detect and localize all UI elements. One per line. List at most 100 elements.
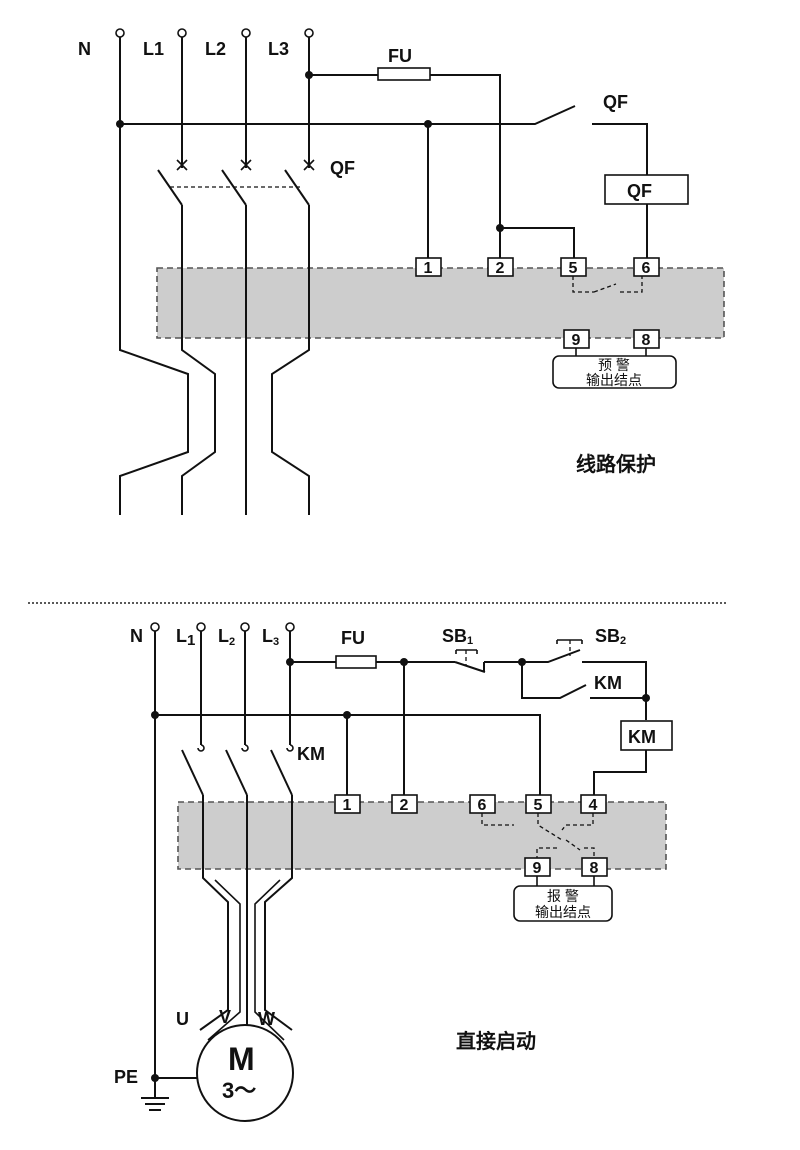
terminal-l2b-circle	[240, 622, 250, 632]
internal-relay-contact	[572, 276, 643, 293]
ground-symbol	[141, 1078, 169, 1111]
km-hook-l2	[241, 744, 249, 752]
motor-label: M	[228, 1041, 255, 1077]
n-control-bus-2	[155, 714, 541, 795]
terminal-2-label: 2	[496, 260, 505, 277]
motor-symbol	[196, 1024, 294, 1122]
pe-label: PE	[114, 1067, 138, 1087]
terminal-n-circle	[115, 28, 125, 38]
direct-start-diagram: N L1 L2 L3 KM	[114, 622, 673, 1122]
junction-km-coil	[642, 694, 650, 702]
output-note-leads-2	[536, 876, 595, 886]
qf-coil-label: QF	[627, 181, 652, 201]
km-hook-l1	[197, 744, 205, 752]
l1-conductor-lower	[181, 205, 216, 515]
output-note-line-2: 输出结点	[586, 372, 642, 388]
output-note2-line-2: 输出结点	[535, 904, 591, 920]
km-main-contacts-label: KM	[297, 744, 325, 764]
phase-w-label: W	[258, 1009, 275, 1029]
l3b-contact	[270, 749, 293, 796]
terminal-l1b-circle	[196, 622, 206, 632]
l1b-contact	[181, 749, 204, 796]
sb1-button	[455, 649, 478, 654]
output-note2-line-1: 报 警	[547, 888, 579, 904]
motor-lead-u	[207, 879, 241, 1041]
output-note-box	[552, 355, 677, 389]
fuse-label: FU	[388, 46, 412, 66]
caption-direct-start: 直接启动	[456, 1029, 536, 1053]
fuse-fu-2	[335, 655, 377, 669]
terminal-1-label: 1	[424, 260, 433, 277]
wire-to-terminal-5	[500, 227, 575, 258]
phase-u-label: U	[176, 1009, 189, 1029]
label-l1-2: L1	[176, 626, 195, 649]
wire-coil-to-terminal-4	[593, 750, 647, 795]
terminal-l2-circle	[241, 28, 251, 38]
label-l2: L2	[205, 39, 226, 59]
terminal-8-label: 8	[642, 332, 651, 349]
l3-conductor-lower	[271, 205, 310, 515]
terminal-6	[633, 257, 660, 277]
internal-contact-9-8	[536, 839, 595, 860]
label-l3-2: L3	[262, 626, 279, 648]
n-conductor	[119, 37, 189, 515]
qf-switch-label: QF	[603, 92, 628, 112]
terminal-8b-label: 8	[590, 860, 599, 877]
breaker-mark-l2	[240, 159, 252, 171]
motor-phase-label: 3～	[222, 1078, 256, 1103]
terminal-l3-circle	[304, 28, 314, 38]
terminal-9b-label: 9	[533, 860, 542, 877]
terminal-1b	[334, 794, 361, 814]
terminal-2b-label: 2	[400, 797, 409, 814]
km-holding-contact	[521, 662, 646, 699]
l1b-lower	[199, 795, 229, 1031]
sb2-button	[556, 639, 583, 644]
terminal-4b-label: 4	[589, 797, 598, 814]
terminal-5-label: 5	[569, 260, 578, 277]
wire-qf-switch-to-coil	[592, 123, 648, 175]
km-holding-contact-label: KM	[594, 673, 622, 693]
wire-fuse-to-terminal-2	[430, 74, 501, 258]
sb1-contact	[454, 661, 522, 673]
sb1-label: SB1	[442, 626, 473, 647]
l3b-lower	[264, 795, 293, 1031]
n-control-bus	[120, 105, 576, 125]
output-note-leads	[575, 348, 647, 356]
km-coil-label: KM	[628, 727, 656, 747]
terminal-l1-circle	[177, 28, 187, 38]
label-n-2: N	[130, 626, 143, 646]
caption-line-protection: 线路保护	[576, 452, 656, 476]
monitor-module-box	[156, 267, 725, 339]
output-note-box-2	[513, 885, 613, 922]
km-hook-l3	[286, 744, 294, 752]
l2b-contact	[225, 749, 248, 796]
breaker-label: QF	[330, 158, 355, 178]
terminal-5b-label: 5	[534, 797, 543, 814]
terminal-1b-label: 1	[343, 797, 352, 814]
sb2-label: SB2	[595, 626, 626, 647]
fuse-fu	[377, 67, 431, 81]
motor-lead-w	[254, 879, 285, 1041]
terminal-1	[415, 257, 442, 277]
terminal-l3b-circle	[285, 622, 295, 632]
terminal-6b-label: 6	[478, 797, 487, 814]
junction-n	[116, 120, 124, 128]
label-l1: L1	[143, 39, 164, 59]
line-protection-diagram: N L1 L2 L3 QF QF	[78, 28, 725, 515]
terminal-n2-circle	[150, 622, 160, 632]
terminal-2b	[391, 794, 418, 814]
internal-contact-6-5	[481, 813, 563, 841]
terminal-6-label: 6	[642, 260, 651, 277]
output-note-line-1: 预 警	[598, 357, 630, 373]
terminal-2	[487, 257, 514, 277]
internal-contact-5-4	[561, 813, 594, 831]
label-n: N	[78, 39, 91, 59]
breaker-mark-l3	[303, 159, 315, 171]
phase-v-label: V	[219, 1007, 231, 1027]
terminal-9-label: 9	[572, 332, 581, 349]
breaker-mark-l1	[176, 159, 188, 171]
label-l3: L3	[268, 39, 289, 59]
label-l2-2: L2	[218, 626, 235, 648]
fuse-label-2: FU	[341, 628, 365, 648]
